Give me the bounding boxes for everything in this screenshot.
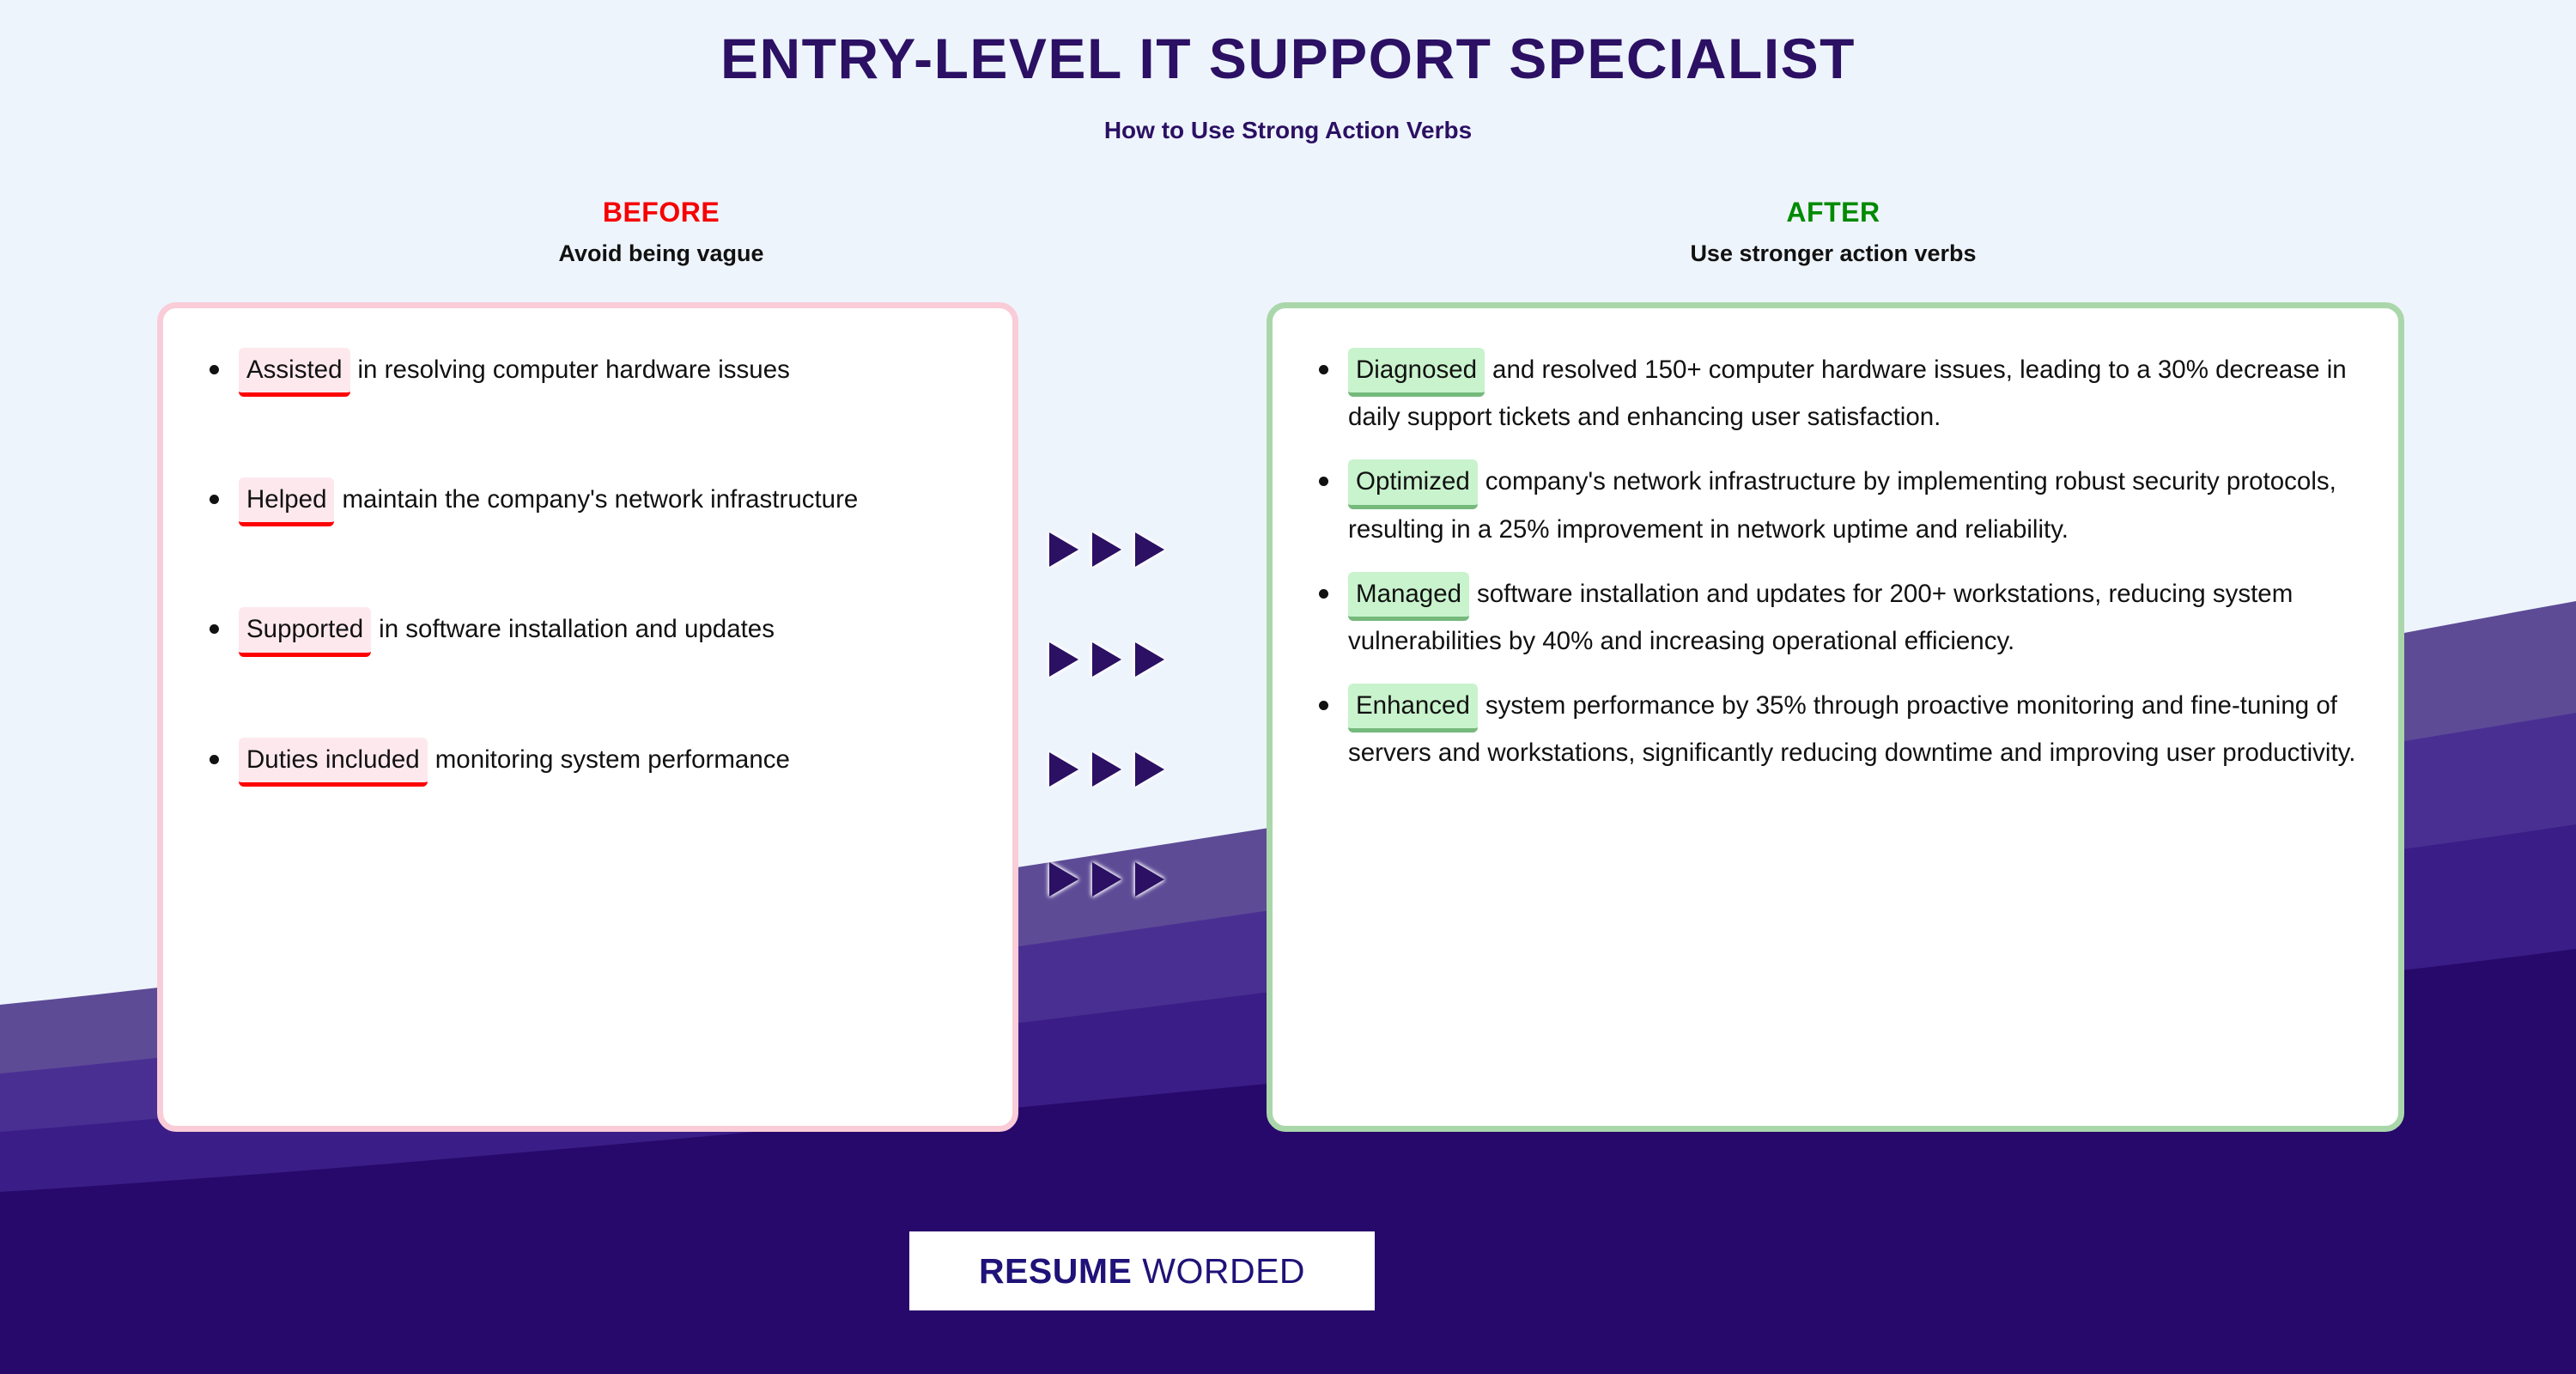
triangle-right-icon (1092, 752, 1121, 787)
action-verb-highlight: Supported (239, 607, 372, 657)
bullet-text: company's network infrastructure by impl… (1348, 467, 2336, 544)
action-verb-highlight: Duties included (239, 737, 428, 787)
bullet-text: software installation and updates for 20… (1348, 579, 2293, 655)
arrow-row (1049, 522, 1221, 577)
action-verb-highlight: Managed (1348, 571, 1470, 621)
triangle-right-icon (1135, 642, 1164, 677)
triangle-right-icon (1135, 532, 1164, 567)
bullet-text: and resolved 150+ computer hardware issu… (1348, 356, 2347, 432)
after-caption: Use stronger action verbs (1690, 240, 1977, 267)
brand-logo-light: WORDED (1142, 1250, 1306, 1291)
brand-logo[interactable]: RESUME WORDED (909, 1231, 1375, 1310)
transition-arrows (1049, 522, 1221, 907)
page-title: ENTRY-LEVEL IT SUPPORT SPECIALIST (720, 27, 1856, 90)
after-title: AFTER (1786, 197, 1880, 228)
action-verb-highlight: Assisted (239, 348, 350, 398)
triangle-right-icon (1135, 862, 1164, 897)
action-verb-highlight: Optimized (1348, 459, 1478, 509)
before-title: BEFORE (602, 197, 720, 228)
arrow-row (1049, 632, 1221, 687)
arrow-row (1049, 852, 1221, 907)
bullet-text: in software installation and updates (379, 615, 775, 644)
triangle-right-icon (1049, 752, 1078, 787)
action-verb-highlight: Enhanced (1348, 684, 1478, 733)
triangle-right-icon (1049, 642, 1078, 677)
triangle-right-icon (1092, 862, 1121, 897)
action-verb-highlight: Helped (239, 477, 335, 527)
bullet-text: system performance by 35% through proact… (1348, 691, 2356, 768)
brand-logo-bold: RESUME (978, 1250, 1133, 1291)
before-caption: Avoid being vague (558, 240, 764, 267)
after-column-header: AFTER Use stronger action verbs (1271, 197, 2396, 268)
triangle-right-icon (1049, 862, 1078, 897)
header: ENTRY-LEVEL IT SUPPORT SPECIALIST How to… (0, 27, 2576, 144)
triangle-right-icon (1092, 642, 1121, 677)
page-subtitle: How to Use Strong Action Verbs (1103, 116, 1473, 143)
bullet-text: monitoring system performance (434, 745, 790, 774)
action-verb-highlight: Diagnosed (1348, 348, 1485, 398)
bullet-text: in resolving computer hardware issues (357, 356, 790, 384)
triangle-right-icon (1092, 532, 1121, 567)
triangle-right-icon (1135, 752, 1164, 787)
triangle-right-icon (1049, 532, 1078, 567)
brand-logo-text: RESUME WORDED (979, 1251, 1305, 1292)
bullet-text: maintain the company's network infrastru… (342, 485, 859, 514)
arrow-row (1049, 742, 1221, 797)
before-column-header: BEFORE Avoid being vague (155, 197, 1168, 268)
